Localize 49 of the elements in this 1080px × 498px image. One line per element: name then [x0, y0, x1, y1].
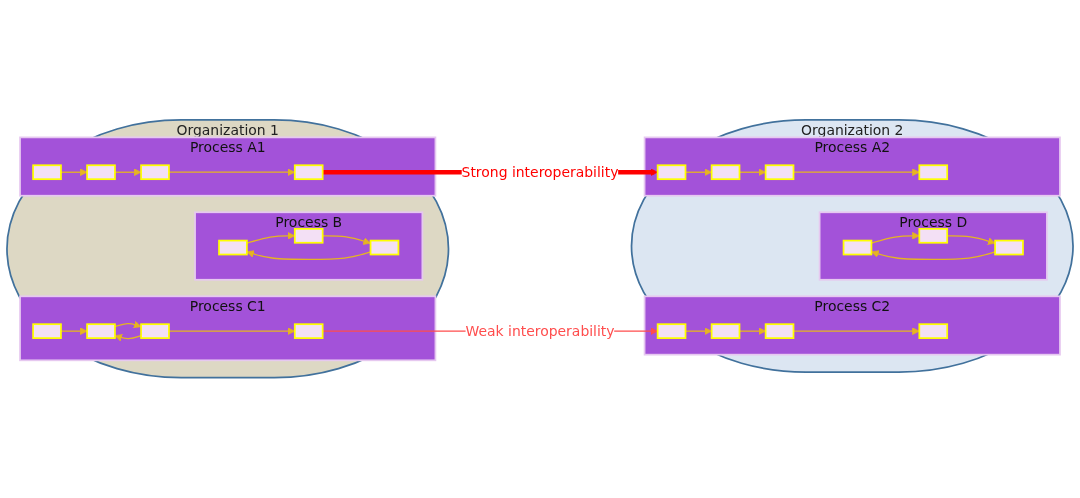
node-box: [293, 323, 324, 340]
node-box: [842, 239, 873, 256]
node-box: [994, 239, 1024, 256]
node-box: [86, 164, 116, 181]
arrow: [792, 168, 920, 177]
node-box: [140, 164, 170, 181]
arrow: [168, 168, 296, 177]
node-box: [86, 323, 116, 340]
cluster: Process D: [818, 211, 1048, 281]
arrow: [946, 235, 996, 245]
node-box: [369, 239, 400, 256]
node-box: [764, 323, 795, 340]
cluster: Process C2: [643, 295, 1061, 356]
arrow: [684, 168, 712, 177]
node-box: [764, 164, 795, 181]
arrow: [246, 232, 296, 244]
arrow: [792, 327, 920, 336]
arrow: [684, 327, 712, 336]
node-box: [710, 323, 741, 340]
node-box: [656, 164, 687, 181]
node-box: [140, 323, 170, 340]
arrow: [114, 321, 142, 329]
node-box: [656, 323, 687, 340]
edge-label: Weak interoperability: [465, 322, 615, 340]
cluster: Process B: [194, 211, 424, 281]
arrow: [168, 327, 296, 336]
arrow: [738, 168, 766, 177]
node-box: [918, 164, 949, 181]
cluster: Process A2: [643, 136, 1061, 197]
node-box: [218, 239, 248, 256]
arrow: [871, 250, 996, 261]
arrow: [738, 327, 766, 336]
arrow: [322, 235, 371, 245]
node-box: [32, 164, 62, 181]
arrow: [60, 327, 88, 336]
arrow: [60, 168, 88, 177]
cluster: Process C1: [19, 295, 437, 362]
node-box: [32, 323, 62, 340]
node-box: [293, 228, 324, 244]
node-box: [710, 164, 741, 181]
node-box: [918, 228, 949, 244]
arrow: [114, 334, 142, 342]
cluster: Process A1: [19, 136, 437, 197]
arrow: [246, 250, 372, 261]
edge-label: Strong interoperability: [461, 163, 619, 181]
arrow: [114, 168, 142, 177]
node-box: [293, 164, 324, 181]
arrow: [870, 232, 920, 244]
node-box: [918, 323, 949, 340]
